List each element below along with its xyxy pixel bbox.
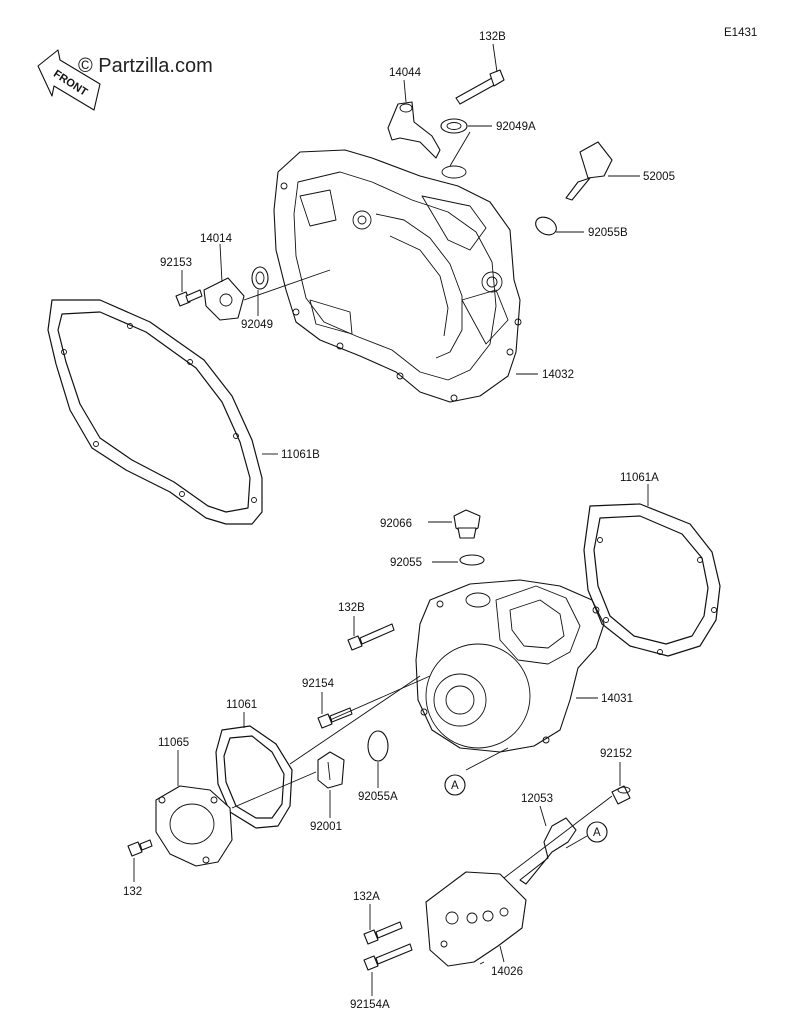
part-labels: 132B 14044 92049A 52005 92055B 14014 921… bbox=[123, 31, 675, 1011]
label-92049: 92049 bbox=[241, 319, 273, 331]
label-12053: 12053 bbox=[521, 793, 553, 805]
label-11061b: 11061B bbox=[281, 449, 320, 461]
label-11061: 11061 bbox=[226, 699, 257, 711]
watermark: © Partzilla.com bbox=[78, 55, 213, 77]
leader-lines bbox=[133, 43, 649, 996]
part-14026-guard[interactable] bbox=[425, 871, 527, 967]
label-132b-top: 132B bbox=[479, 31, 506, 43]
part-92049-seal[interactable] bbox=[251, 266, 269, 290]
label-11061a: 11061A bbox=[620, 472, 659, 484]
part-132b-bolt-mid[interactable] bbox=[347, 623, 395, 651]
part-14014-plate[interactable] bbox=[203, 277, 245, 321]
part-92055a-oring[interactable] bbox=[367, 730, 389, 762]
callout-a-right-text: A bbox=[593, 827, 601, 839]
part-14044-bracket[interactable] bbox=[387, 101, 441, 159]
label-14044: 14044 bbox=[389, 67, 422, 79]
diagram-code: E1431 bbox=[724, 27, 757, 39]
label-14032: 14032 bbox=[542, 369, 574, 381]
label-92055: 92055 bbox=[390, 557, 422, 569]
label-92049a: 92049A bbox=[496, 121, 536, 133]
part-11061a-gasket[interactable] bbox=[583, 503, 721, 657]
part-92152-collar[interactable] bbox=[611, 785, 631, 805]
part-132b-bolt-top[interactable] bbox=[455, 69, 505, 105]
part-92154a-bolt[interactable] bbox=[363, 943, 413, 971]
label-14031: 14031 bbox=[601, 693, 633, 705]
label-52005: 52005 bbox=[643, 171, 675, 183]
label-132b-mid: 132B bbox=[338, 602, 365, 614]
part-11061-gasket[interactable] bbox=[215, 725, 293, 829]
label-14026: 14026 bbox=[491, 966, 523, 978]
label-132a: 132A bbox=[353, 891, 380, 903]
label-92154: 92154 bbox=[302, 678, 335, 690]
label-14014: 14014 bbox=[200, 233, 233, 245]
part-132a-bolt[interactable] bbox=[363, 921, 403, 945]
label-11065: 11065 bbox=[158, 737, 189, 749]
label-92152: 92152 bbox=[600, 748, 632, 760]
callout-a-left-text: A bbox=[451, 780, 459, 792]
part-14031-cover[interactable] bbox=[415, 579, 605, 753]
part-92153-bolt[interactable] bbox=[175, 289, 203, 307]
callout-a-right: A bbox=[586, 821, 608, 843]
label-92055b: 92055B bbox=[588, 227, 628, 239]
label-92055a: 92055A bbox=[358, 791, 398, 803]
callout-a-left: A bbox=[444, 774, 466, 796]
label-132: 132 bbox=[123, 886, 142, 898]
part-132-bolt[interactable] bbox=[127, 839, 153, 857]
part-92055-oring[interactable] bbox=[459, 554, 485, 566]
part-14032-cover[interactable] bbox=[273, 149, 522, 403]
part-92066-plug[interactable] bbox=[453, 509, 481, 539]
part-12053-bracket[interactable] bbox=[519, 817, 577, 885]
part-92055b-oring[interactable] bbox=[532, 214, 559, 239]
part-92001-plug[interactable] bbox=[317, 751, 345, 789]
part-11065-cover[interactable] bbox=[155, 785, 233, 867]
label-92066: 92066 bbox=[380, 518, 412, 530]
label-92154a: 92154A bbox=[350, 999, 390, 1011]
part-52005-cap[interactable] bbox=[565, 141, 613, 201]
label-92001: 92001 bbox=[310, 821, 342, 833]
part-92049a-seal[interactable] bbox=[440, 118, 468, 134]
part-11061b-gasket[interactable] bbox=[47, 299, 263, 525]
label-92153: 92153 bbox=[160, 257, 192, 269]
